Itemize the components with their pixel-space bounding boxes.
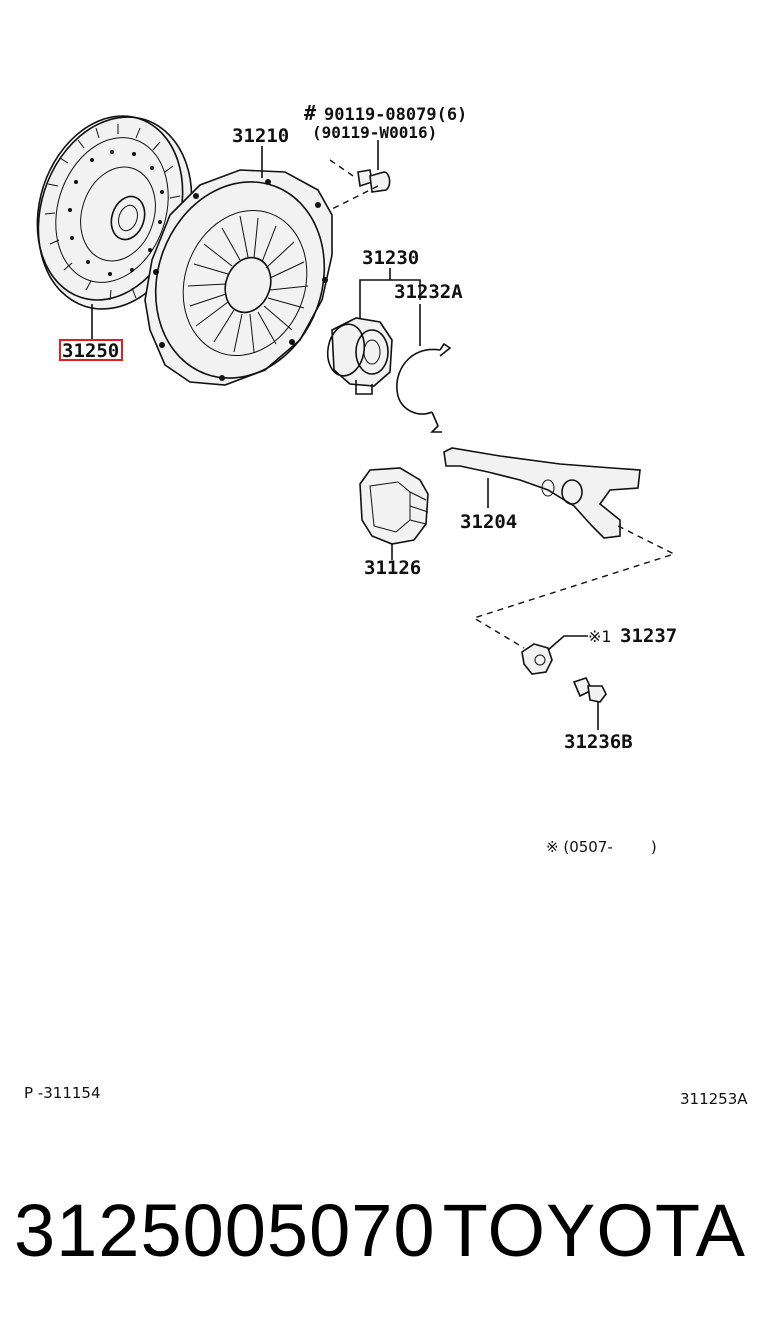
reference-left: P -311154: [24, 1084, 101, 1102]
disc-part-label: 31250: [62, 340, 119, 362]
clip-part-label: 31232A: [394, 281, 463, 303]
bolt-drawing: [329, 140, 391, 211]
fork-part-label: 31204: [460, 511, 517, 533]
clutch-cover-drawing: [144, 146, 333, 386]
bolt-alt-part-label: (90119-W0016): [312, 123, 437, 142]
highlight-box: [59, 339, 123, 361]
bearing-part-label: 31230: [362, 247, 419, 269]
bolt-mark-label: #: [304, 101, 316, 125]
pivot-mark-label: ※1: [588, 627, 612, 646]
reference-right: 311253A: [680, 1090, 748, 1108]
release-clip-drawing: [396, 304, 452, 433]
release-bearing-drawing: [326, 268, 421, 395]
boot-drawing: [359, 467, 429, 560]
part-number: 3125005070: [14, 1189, 436, 1272]
cover-part-label: 31210: [232, 125, 289, 147]
stud-drawing: [572, 677, 607, 730]
applicability-note: ※ (0507- ): [546, 838, 657, 856]
pivot-drawing: [521, 635, 588, 675]
pivot-part-label: 31237: [620, 625, 677, 647]
brand-name: TOYOTA: [442, 1189, 746, 1272]
boot-part-label: 31126: [364, 557, 421, 579]
bolt-part-label: 90119-08079(6): [324, 105, 467, 125]
stud-part-label: 31236B: [564, 731, 633, 753]
release-fork-drawing: [443, 447, 676, 649]
